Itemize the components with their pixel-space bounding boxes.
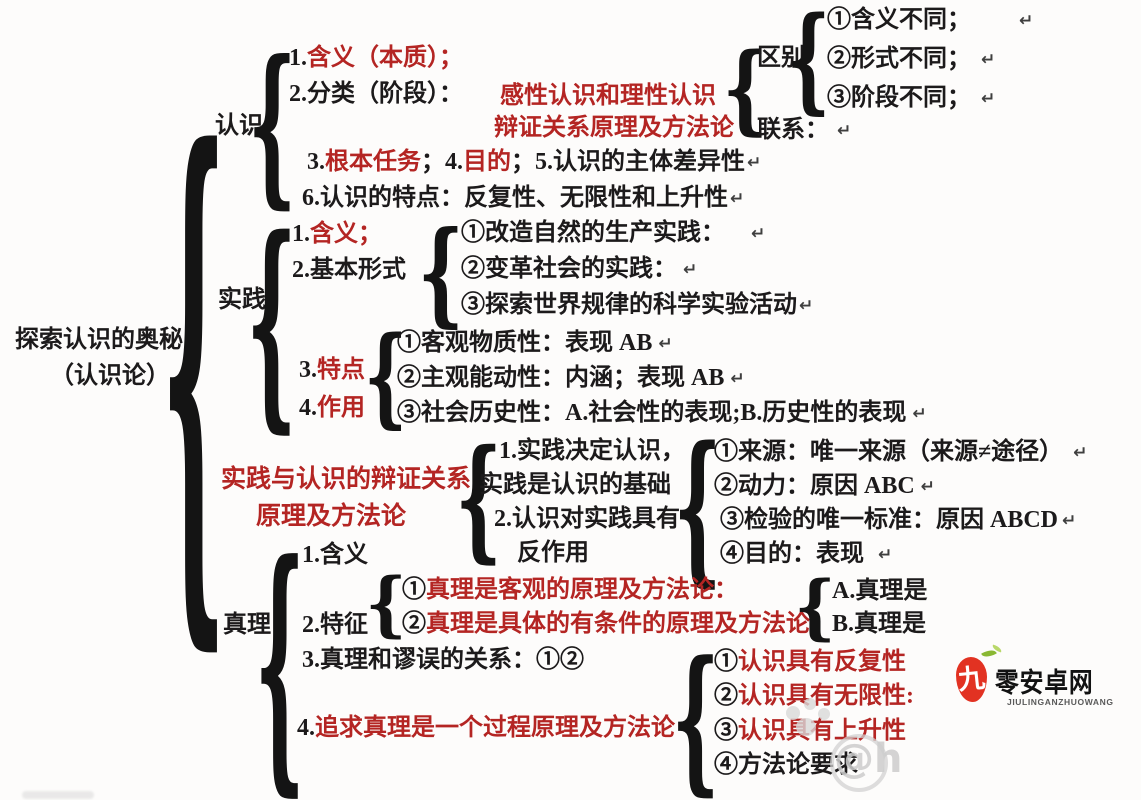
trait-item-1: ①客观物质性：表现 AB↵ bbox=[397, 330, 673, 356]
return-arrow-icon: ↵ bbox=[799, 296, 814, 316]
return-arrow-icon: ↵ bbox=[747, 153, 762, 173]
process-item-4: ④方法论要求 bbox=[714, 752, 858, 778]
shijian-item-4: 4.作用 bbox=[299, 395, 365, 421]
return-arrow-icon: ↵ bbox=[683, 260, 698, 280]
shijian-item-3: 3.特点 bbox=[299, 357, 365, 383]
jibenxingshi-brace: { bbox=[418, 207, 464, 339]
shijian-item-1: 1.含义； bbox=[292, 221, 382, 247]
return-arrow-icon: ↵ bbox=[1073, 443, 1088, 463]
return-arrow-icon: ↵ bbox=[878, 545, 893, 565]
return-arrow-icon: ↵ bbox=[837, 121, 852, 141]
zhenli-item-1: 1.含义 bbox=[302, 542, 368, 568]
bianzheng-line-2: 实践是认识的基础 bbox=[479, 472, 671, 498]
shijian-label: 实践 bbox=[218, 287, 266, 313]
feature-item-2: ②真理是具体的有条件的原理及方法论 bbox=[402, 611, 810, 637]
zhenli-item-3: 3.真理和谬误的关系：①② bbox=[302, 647, 584, 673]
bianzheng-line-4: 反作用 bbox=[517, 540, 589, 566]
tedian-brace: { bbox=[364, 313, 408, 440]
logo-seal-icon: 九 bbox=[956, 657, 987, 702]
return-arrow-icon: ↵ bbox=[981, 50, 996, 70]
bianzheng-right-brace: { bbox=[674, 410, 722, 602]
renshi-item-6: 6.认识的特点：反复性、无限性和上升性↵ bbox=[302, 185, 745, 211]
process-item-1: ①认识具有反复性 bbox=[714, 649, 906, 675]
form-item-2: ②变革社会的实践：↵ bbox=[461, 256, 698, 282]
bianzheng-title-line1: 实践与认识的辩证关系 bbox=[221, 466, 472, 493]
shijian-brace: { bbox=[247, 189, 297, 453]
basis-item-2: ②动力：原因 ABC↵ bbox=[714, 473, 935, 499]
return-arrow-icon: ↵ bbox=[751, 224, 766, 244]
bianzheng-title-line2: 原理及方法论 bbox=[256, 503, 407, 530]
ab-brace: { bbox=[794, 566, 836, 649]
renshi-item-1: 1.含义（本质）； bbox=[289, 45, 463, 71]
qubie-lianxi-brace: { bbox=[722, 30, 768, 146]
tezheng-brace: { bbox=[365, 563, 407, 646]
feature-item-1: ①真理是客观的原理及方法论： bbox=[402, 577, 738, 603]
ganxing-lixing-line2: 辩证关系原理及方法论 bbox=[494, 115, 734, 141]
ab-item-1: A.真理是 bbox=[832, 578, 928, 604]
bianzheng-line-3: 2.认识对实践具有 bbox=[494, 506, 680, 532]
bianzheng-line-1: 1.实践决定认识， bbox=[499, 438, 685, 464]
return-arrow-icon: ↵ bbox=[730, 369, 745, 389]
lianxi-line: 联系：↵ bbox=[757, 117, 852, 143]
renshi-item-3-4-5: 3.根本任务；4.目的；5.认识的主体差异性↵ bbox=[307, 149, 762, 175]
return-arrow-icon: ↵ bbox=[981, 89, 996, 109]
basis-item-3: ③检验的唯一标准：原因 ABCD↵ bbox=[720, 507, 1077, 533]
zhenli-item-4: 4.追求真理是一个过程原理及方法论 bbox=[297, 715, 675, 741]
root-brace: { bbox=[161, 35, 227, 694]
return-arrow-icon: ↵ bbox=[730, 189, 745, 209]
basis-item-1: ①来源：唯一来源（来源≠途径）↵ bbox=[714, 439, 1088, 465]
process-item-2: ②认识具有无限性: bbox=[714, 683, 914, 709]
zhuiqiu-brace: { bbox=[672, 627, 720, 800]
renshi-brace: { bbox=[247, 22, 297, 225]
ganxing-lixing-line1: 感性认识和理性认识 bbox=[500, 83, 716, 109]
shijian-item-2: 2.基本形式 bbox=[292, 257, 406, 283]
process-item-3: ③认识具有上升性 bbox=[714, 718, 906, 744]
return-arrow-icon: ↵ bbox=[658, 334, 673, 354]
zhenli-item-2: 2.特征 bbox=[302, 612, 368, 638]
return-arrow-icon: ↵ bbox=[912, 404, 927, 424]
trait-item-2: ②主观能动性：内涵；表现 AB↵ bbox=[397, 365, 745, 391]
basis-item-4: ④目的：表现↵ bbox=[720, 541, 893, 567]
return-arrow-icon: ↵ bbox=[1062, 511, 1077, 531]
corner-smudge bbox=[22, 791, 94, 799]
qubie-brace: { bbox=[786, 0, 830, 127]
bianzheng-left-brace: { bbox=[455, 420, 503, 576]
qubie-item-1: ①含义不同；↵ bbox=[827, 7, 1034, 33]
return-arrow-icon: ↵ bbox=[1019, 11, 1034, 31]
renshi-item-2: 2.分类（阶段）： bbox=[289, 81, 463, 107]
form-item-1: ①改造自然的生产实践：↵ bbox=[461, 220, 766, 246]
logo-subtitle: JIULINGANZHUOWANG bbox=[1007, 697, 1114, 707]
qubie-item-3: ③阶段不同；↵ bbox=[827, 85, 996, 111]
zhenli-brace: { bbox=[255, 506, 305, 800]
zhenli-label: 真理 bbox=[223, 612, 271, 638]
root-title-line1: 探索认识的奥秘 bbox=[15, 327, 183, 353]
trait-item-3: ③社会历史性：A.社会性的表现;B.历史性的表现↵ bbox=[397, 400, 927, 426]
renshi-label: 认识 bbox=[215, 113, 263, 139]
ab-item-2: B.真理是 bbox=[832, 611, 927, 637]
logo-name: 零安卓网 bbox=[995, 668, 1094, 698]
qubie-item-2: ②形式不同；↵ bbox=[827, 46, 996, 72]
root-title-line2: （认识论） bbox=[50, 363, 170, 389]
qubie-label: 区别 bbox=[757, 45, 805, 71]
form-item-3: ③探索世界规律的科学实验活动↵ bbox=[461, 292, 814, 318]
return-arrow-icon: ↵ bbox=[920, 477, 935, 497]
